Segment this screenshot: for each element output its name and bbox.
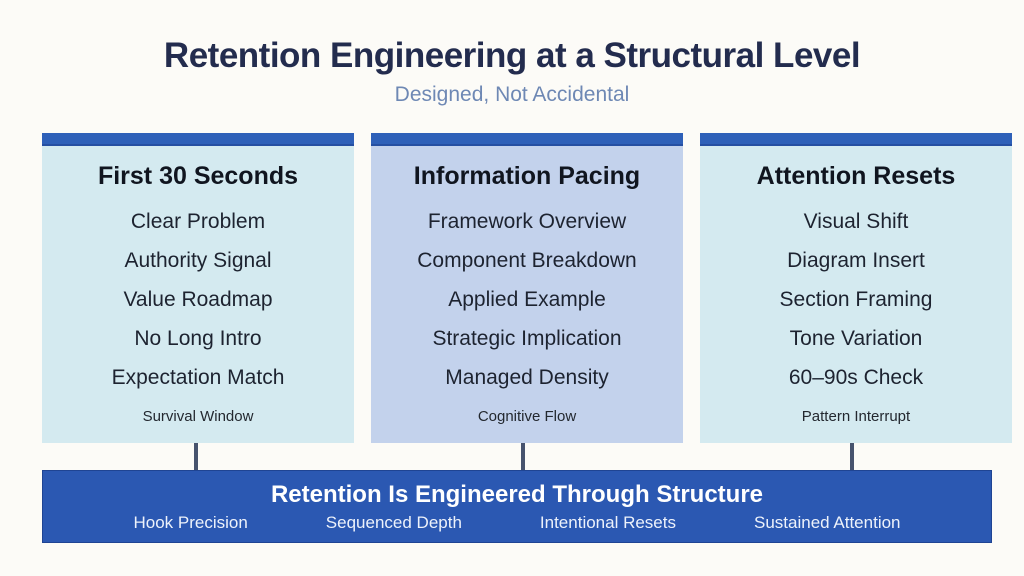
column-item: Diagram Insert (787, 249, 925, 272)
page-title: Retention Engineering at a Structural Le… (163, 36, 861, 75)
column-item: Expectation Match (111, 366, 285, 389)
column-item: Clear Problem (130, 210, 266, 233)
connector-line (521, 443, 525, 470)
column-item: Framework Overview (427, 210, 627, 233)
slide-header: Retention Engineering at a Structural Le… (0, 36, 1024, 107)
column-item: Section Framing (779, 288, 933, 311)
column-title: Attention Resets (756, 162, 956, 190)
column-item: Strategic Implication (432, 327, 622, 350)
column-item: Value Roadmap (123, 288, 273, 311)
column-footnote: Cognitive Flow (477, 408, 577, 425)
column-item: Visual Shift (803, 210, 909, 233)
connector-line (194, 443, 198, 470)
column-item: 60–90s Check (788, 366, 924, 389)
banner-item: Sequenced Depth (325, 512, 462, 532)
column-footnote: Survival Window (142, 408, 254, 425)
banner-item-list: Hook Precision Sequenced Depth Intentional… (133, 513, 900, 533)
column-title: First 30 Seconds (97, 162, 299, 190)
column-title: Information Pacing (413, 162, 641, 190)
column-footnote: Pattern Interrupt (801, 408, 911, 425)
banner-item: Intentional Resets (539, 512, 676, 532)
column-accent-bar (371, 133, 683, 146)
column-item: No Long Intro (134, 327, 262, 350)
column-item: Component Breakdown (417, 249, 637, 272)
column-item: Managed Density (445, 366, 609, 389)
page-subtitle: Designed, Not Accidental (394, 83, 630, 106)
connector-line (850, 443, 854, 470)
column-item: Applied Example (448, 288, 606, 311)
banner-title: Retention Is Engineered Through Structur… (270, 480, 764, 508)
column-item: Tone Variation (789, 327, 923, 350)
summary-banner: Retention Is Engineered Through Structur… (42, 470, 992, 543)
banner-item: Hook Precision (133, 512, 248, 532)
column-accent-bar (700, 133, 1012, 146)
column-item: Authority Signal (124, 249, 272, 272)
banner-item: Sustained Attention (754, 512, 901, 532)
column-accent-bar (42, 133, 354, 146)
